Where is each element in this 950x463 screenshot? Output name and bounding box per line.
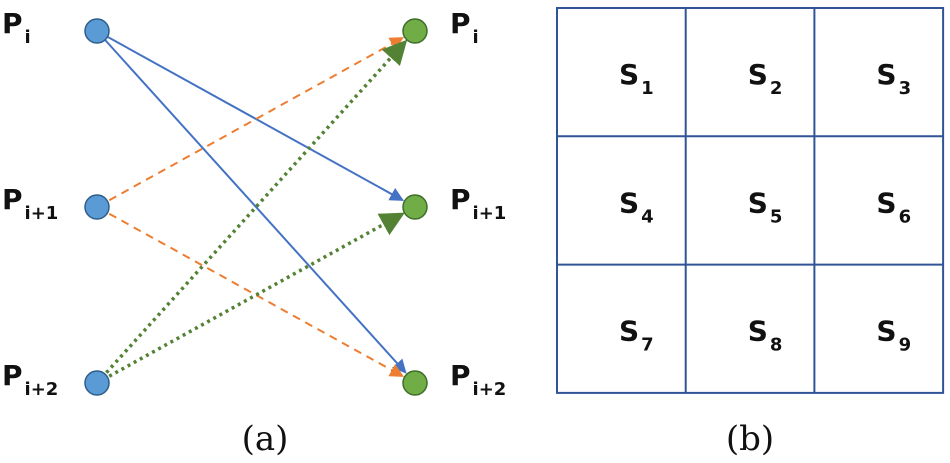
grid-lines-group [556,7,945,394]
cell-label-s4-base: S [619,186,639,219]
right-nodes-group [402,18,428,396]
right-label-2-base: P [450,359,471,392]
edge-dashed-1-to-2 [96,206,404,378]
right-label-0-sub: i [473,27,479,48]
right-label-1-base: P [450,183,471,216]
edge-solid-0-to-2 [96,30,407,374]
edge-dotted-2-to-0 [95,39,408,385]
left-label-0-base: P [2,7,23,40]
cell-label-s9-sub: 9 [899,335,912,356]
cell-label-s1-sub: 1 [641,78,654,99]
right-label-1-sub: i+1 [473,203,507,224]
cell-label-s6-sub: 6 [899,206,912,227]
cell-label-s6-base: S [876,186,896,219]
cell-label-s5-sub: 5 [770,206,783,227]
cell-label-s9-base: S [876,315,896,348]
caption-b: (b) [726,419,774,459]
cell-label-s7-base: S [619,315,639,348]
cell-label-s3-sub: 3 [899,78,912,99]
left-label-1-base: P [2,183,23,216]
edge-solid-0-to-1 [96,30,404,202]
left-node-1 [84,194,110,220]
left-label-2-base: P [2,359,23,392]
right-node-0 [402,18,428,44]
edge-dotted-2-to-1 [96,212,405,385]
left-node-0 [84,18,110,44]
cell-label-s8-sub: 8 [770,335,783,356]
left-nodes-group [84,18,110,396]
right-node-2 [402,370,428,396]
left-node-2 [84,370,110,396]
cell-label-s1-base: S [619,58,639,91]
cell-label-s3-base: S [876,58,896,91]
grid-border [556,7,945,394]
cell-label-s4-sub: 4 [641,206,654,227]
right-node-1 [402,194,428,220]
caption-a: (a) [242,419,289,459]
edges-group [95,30,408,385]
left-label-0-sub: i [25,27,31,48]
right-label-0-base: P [450,7,471,40]
edge-dashed-1-to-0 [96,36,404,208]
left-label-2-sub: i+2 [25,379,59,400]
cell-label-s2-sub: 2 [770,78,783,99]
cell-label-s8-base: S [748,315,768,348]
cell-label-s7-sub: 7 [641,335,654,356]
cell-label-s5-base: S [748,186,768,219]
cell-label-s2-base: S [748,58,768,91]
right-label-2-sub: i+2 [473,379,507,400]
left-label-1-sub: i+1 [25,203,59,224]
